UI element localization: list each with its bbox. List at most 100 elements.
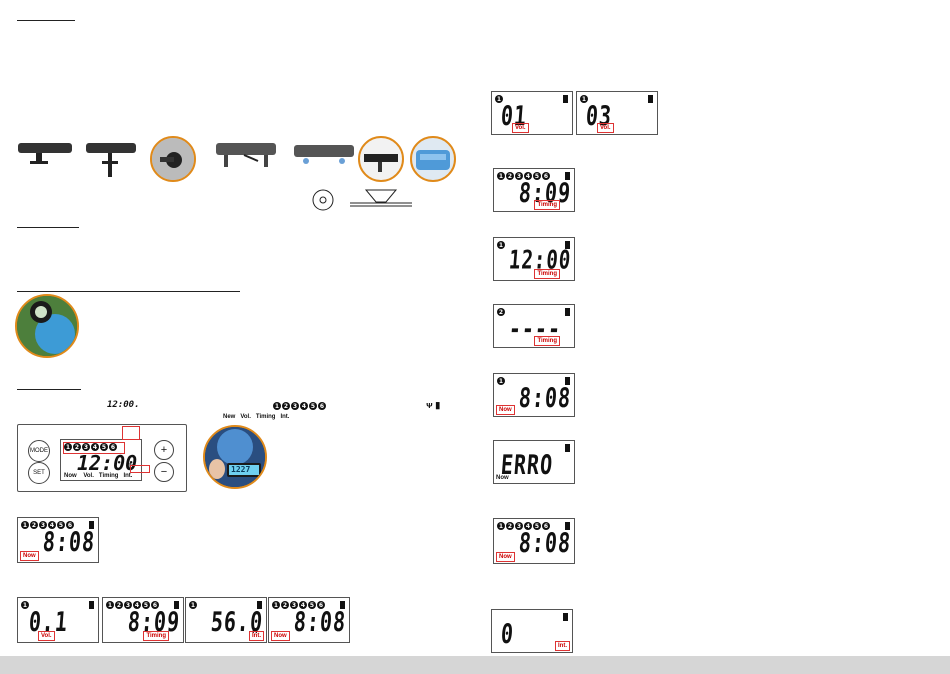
battery-icon bbox=[565, 444, 570, 452]
channel-1-icon: 1 bbox=[497, 377, 505, 385]
panel-channel-4-icon: 4 bbox=[91, 443, 99, 451]
legend-channel-4-icon: 4 bbox=[300, 402, 308, 410]
channel-6-icon: 6 bbox=[151, 601, 159, 609]
channel-3-icon: 3 bbox=[290, 601, 298, 609]
plus-button[interactable]: + bbox=[154, 440, 174, 460]
lcd-channel-indicators: 1 bbox=[497, 241, 505, 249]
battery-icon bbox=[89, 601, 94, 609]
panel-channel-6-icon: 6 bbox=[109, 443, 117, 451]
channel-1-icon: 1 bbox=[272, 601, 280, 609]
channel-3-icon: 3 bbox=[515, 522, 523, 530]
battery-icon bbox=[174, 601, 179, 609]
channel-1-icon: 1 bbox=[189, 601, 197, 609]
lcd-channel-indicators: 1 bbox=[495, 95, 503, 103]
lcd-mode-tag: Now bbox=[20, 551, 39, 561]
heading-underline-2 bbox=[17, 227, 79, 228]
product-photo-stand-2 bbox=[292, 139, 356, 167]
channel-1-icon: 1 bbox=[580, 95, 588, 103]
channel-4-icon: 4 bbox=[524, 172, 532, 180]
channel-1-icon: 1 bbox=[21, 521, 29, 529]
battery-icon bbox=[89, 521, 94, 529]
channel-4-icon: 4 bbox=[524, 522, 532, 530]
panel-footer-labels: Now Vol. Timing Int. bbox=[64, 473, 133, 479]
product-photo-knob-closeup bbox=[150, 136, 196, 182]
channel-4-icon: 4 bbox=[133, 601, 141, 609]
product-photo-float bbox=[15, 294, 79, 358]
legend-channel-6-icon: 6 bbox=[318, 402, 326, 410]
battery-icon bbox=[565, 377, 570, 385]
lcd-mode-tag: Vol. bbox=[512, 123, 529, 133]
battery-icon bbox=[565, 241, 570, 249]
lcd-channel-indicators: 1 bbox=[21, 601, 29, 609]
channel-1-icon: 1 bbox=[497, 522, 505, 530]
lcd-mode-tag: Now bbox=[271, 631, 290, 641]
heading-underline-3 bbox=[17, 291, 240, 292]
lcd-mode-tag: Timing bbox=[534, 200, 560, 210]
battery-icon bbox=[648, 95, 653, 103]
lcd-mode-tag: Vol. bbox=[597, 123, 614, 133]
channel-5-icon: 5 bbox=[142, 601, 150, 609]
panel-callout-unit bbox=[130, 465, 150, 473]
lcd-channel-indicators: 1 bbox=[580, 95, 588, 103]
channel-3-icon: 3 bbox=[124, 601, 132, 609]
lcd-unit: h bbox=[252, 625, 258, 635]
channel-3-icon: 3 bbox=[39, 521, 47, 529]
lcd-channel-indicators: 1 bbox=[497, 377, 505, 385]
right-lcd-4: 2----Timing bbox=[493, 304, 575, 348]
battery-icon bbox=[565, 522, 570, 530]
lcd-mode-tag: Int. bbox=[555, 641, 570, 651]
channel-4-icon: 4 bbox=[48, 521, 56, 529]
channel-2-icon: 2 bbox=[506, 522, 514, 530]
panel-unit: h bbox=[129, 462, 134, 471]
channel-1-icon: 1 bbox=[495, 95, 503, 103]
minus-button[interactable]: − bbox=[154, 462, 174, 482]
mode-button[interactable]: MODE bbox=[28, 440, 50, 462]
channel-6-icon: 6 bbox=[542, 522, 550, 530]
panel-channel-1-icon: 1 bbox=[64, 443, 72, 451]
panel-channel-2-icon: 2 bbox=[73, 443, 81, 451]
lcd-mode-tag: Vol. bbox=[38, 631, 55, 641]
lcd-digits: 0 bbox=[499, 617, 516, 650]
set-button-label: SET bbox=[33, 470, 45, 476]
lcd-channel-indicators: 1 bbox=[189, 601, 197, 609]
channel-2-icon: 2 bbox=[497, 308, 505, 316]
channel-1-icon: 1 bbox=[106, 601, 114, 609]
channel-4-icon: 4 bbox=[299, 601, 307, 609]
legend-channel-5-icon: 5 bbox=[309, 402, 317, 410]
legend-channel-3-icon: 3 bbox=[291, 402, 299, 410]
suction-cup-side-icon bbox=[350, 186, 412, 214]
channel-5-icon: 5 bbox=[533, 172, 541, 180]
legend-channel-1-icon: 1 bbox=[273, 402, 281, 410]
heading-underline-4 bbox=[17, 389, 81, 390]
lcd-digits: 8:08 bbox=[517, 381, 573, 414]
footer-bar bbox=[0, 656, 950, 674]
product-photo-reservoir-closeup bbox=[410, 136, 456, 182]
panel-channel-3-icon: 3 bbox=[82, 443, 90, 451]
panel-highlight-box bbox=[63, 442, 125, 454]
panel-channel-5-icon: 5 bbox=[100, 443, 108, 451]
plus-button-label: + bbox=[160, 444, 168, 456]
legend-clock-sample: 12:00. bbox=[107, 400, 140, 410]
set-button[interactable]: SET bbox=[28, 462, 50, 484]
battery-icon bbox=[563, 95, 568, 103]
panel-callout-battery bbox=[122, 426, 140, 440]
channel-5-icon: 5 bbox=[57, 521, 65, 529]
legend-channel-2-icon: 2 bbox=[282, 402, 290, 410]
channel-1-icon: 1 bbox=[21, 601, 29, 609]
legend-mode-labels: New Vol. Timing Int. bbox=[223, 414, 290, 420]
